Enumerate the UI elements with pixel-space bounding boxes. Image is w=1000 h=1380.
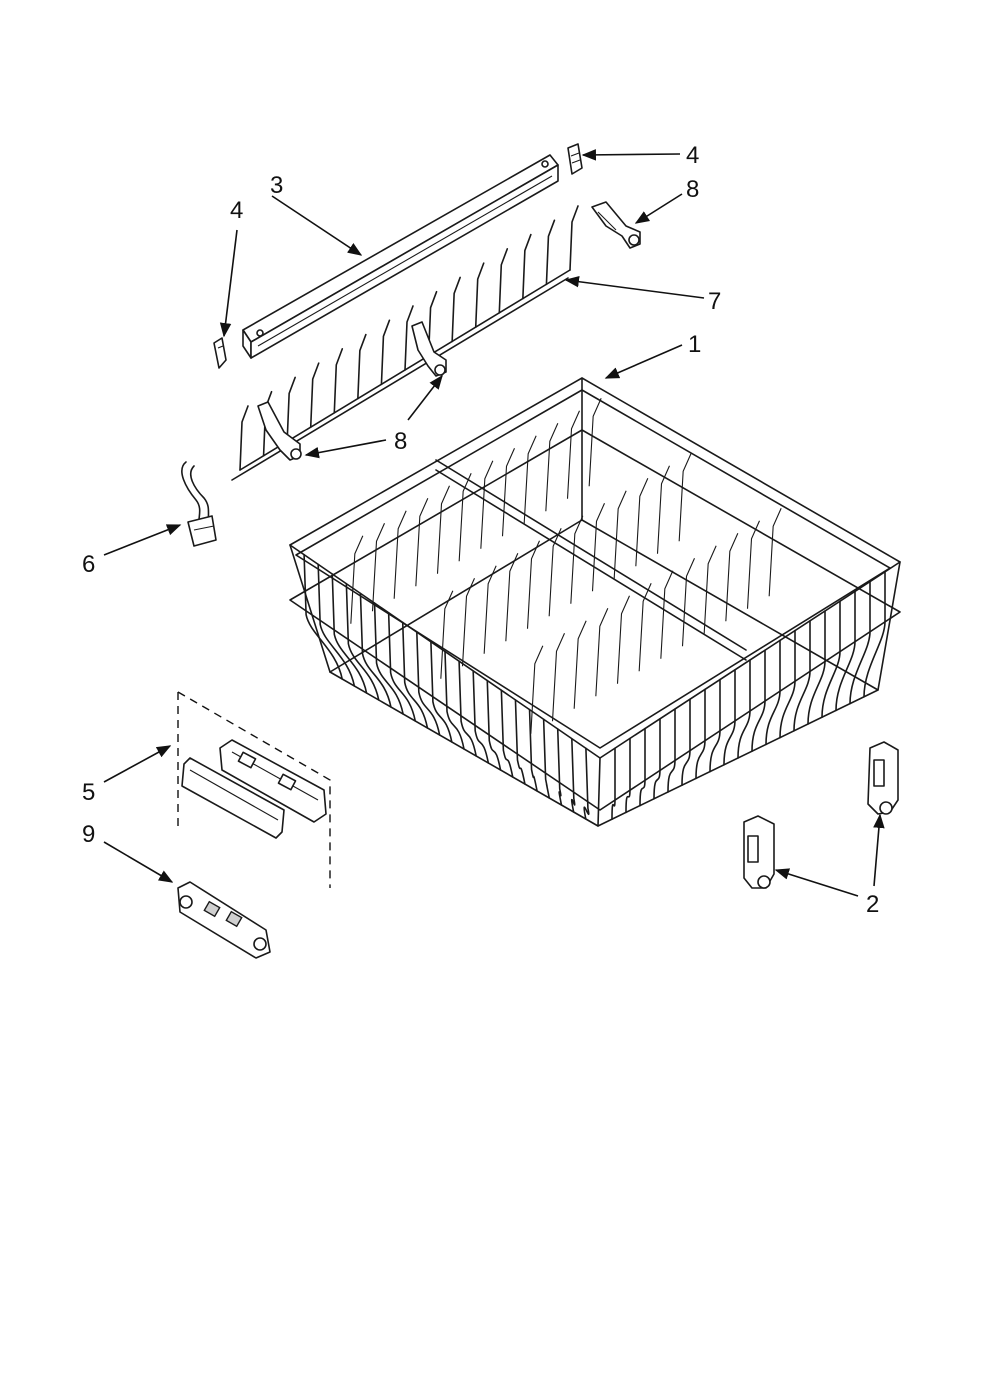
callout-6: 6 bbox=[82, 551, 95, 578]
clip-right-part bbox=[567, 143, 583, 175]
callout-4-top: 4 bbox=[686, 142, 699, 169]
hinge-mid-part bbox=[411, 321, 447, 377]
callout-2: 2 bbox=[866, 891, 879, 918]
callout-9: 9 bbox=[82, 821, 95, 848]
callout-7: 7 bbox=[708, 288, 721, 315]
hinge-low-part bbox=[257, 401, 302, 461]
adjuster-part bbox=[177, 881, 271, 959]
hinge-top-right-part bbox=[591, 201, 641, 249]
callout-8-mid: 8 bbox=[394, 428, 407, 455]
callout-5: 5 bbox=[82, 779, 95, 806]
callout-8-top: 8 bbox=[686, 176, 699, 203]
roller-left-part bbox=[743, 815, 775, 889]
bracket-group-part bbox=[177, 691, 331, 888]
tine-row-part bbox=[231, 205, 579, 481]
clip-left-part bbox=[213, 337, 227, 369]
callout-1: 1 bbox=[688, 331, 701, 358]
callout-3: 3 bbox=[270, 172, 283, 199]
handle-part bbox=[181, 461, 217, 547]
rail-bar-part bbox=[242, 154, 559, 359]
roller-right-part bbox=[867, 741, 899, 815]
rack-part bbox=[289, 377, 901, 827]
callout-4-left: 4 bbox=[230, 197, 243, 224]
